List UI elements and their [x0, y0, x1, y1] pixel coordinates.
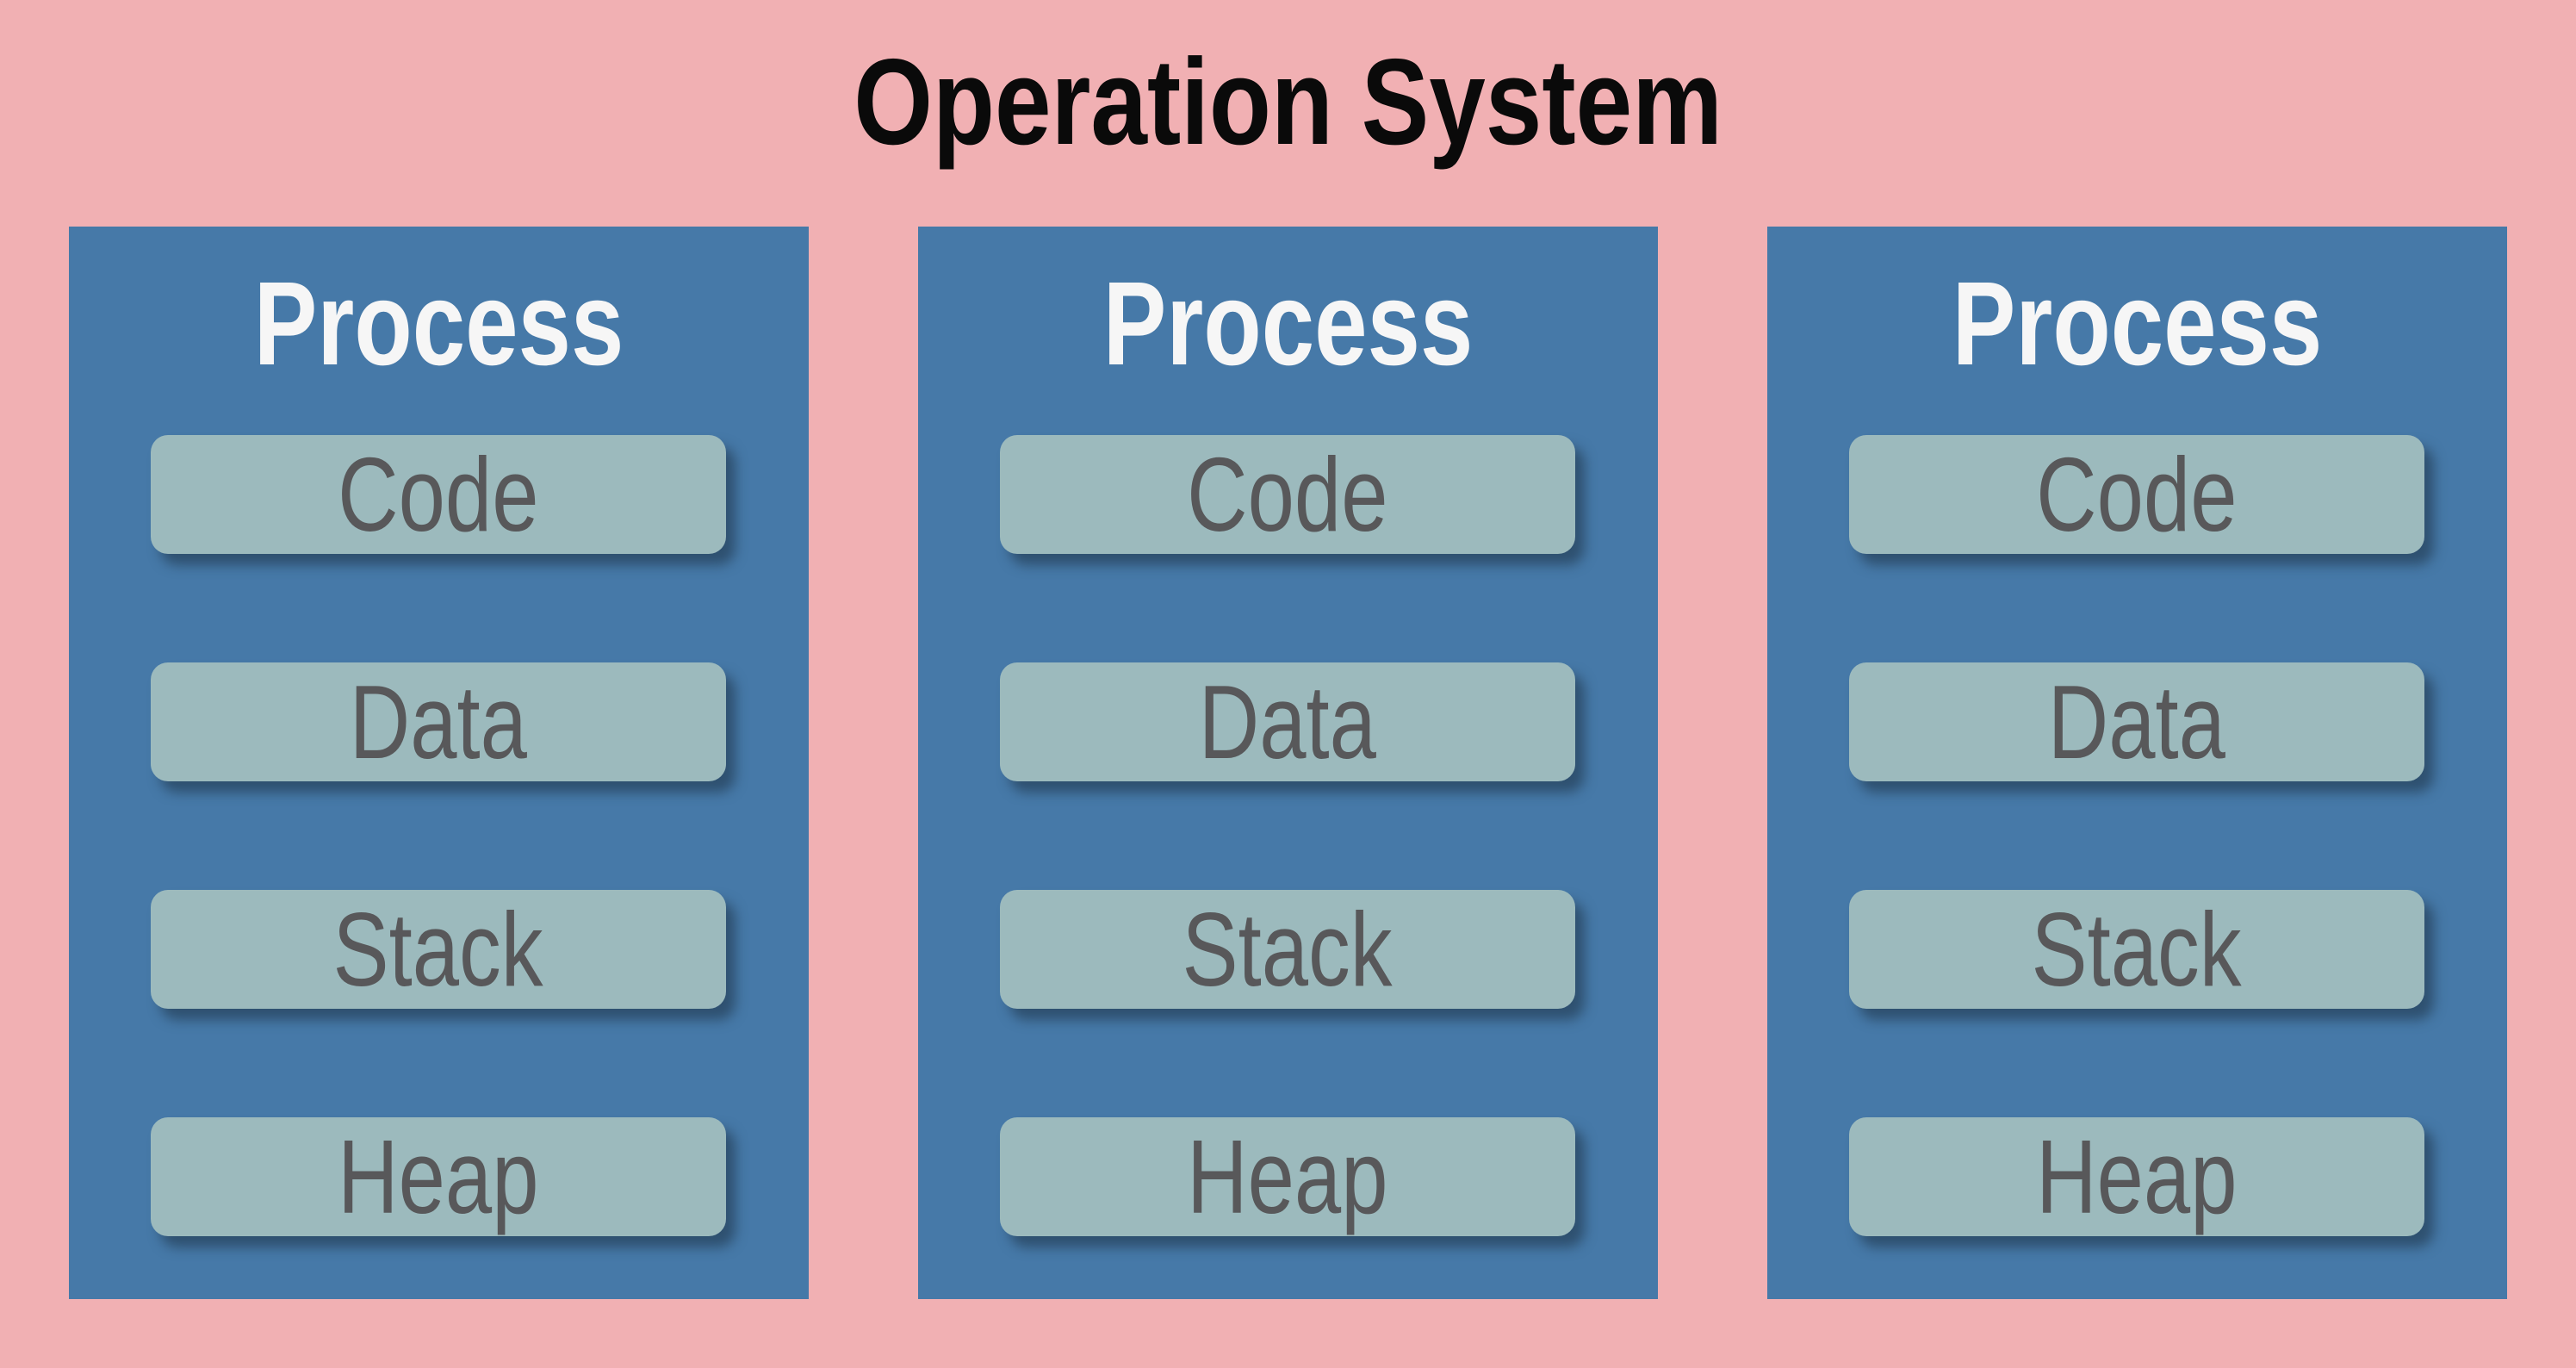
segment-label: Stack	[2031, 891, 2243, 1008]
segment-label: Data	[1198, 663, 1377, 780]
process-title: Process	[1767, 264, 2507, 383]
segment-list: Code Data Stack Heap	[1000, 435, 1575, 1236]
segment-data: Data	[1000, 662, 1575, 781]
segment-stack: Stack	[151, 890, 726, 1009]
segment-label: Code	[2036, 436, 2238, 553]
segment-label: Data	[2047, 663, 2226, 780]
segment-heap: Heap	[151, 1117, 726, 1236]
segment-label: Code	[338, 436, 539, 553]
page-title-text: Operation System	[853, 34, 1723, 171]
segment-heap: Heap	[1849, 1117, 2424, 1236]
segment-heap: Heap	[1000, 1117, 1575, 1236]
segment-code: Code	[1849, 435, 2424, 554]
segment-code: Code	[151, 435, 726, 554]
segment-stack: Stack	[1000, 890, 1575, 1009]
process-box-3: Process Code Data Stack Heap	[1767, 227, 2507, 1299]
process-box-1: Process Code Data Stack Heap	[69, 227, 809, 1299]
segment-list: Code Data Stack Heap	[1849, 435, 2424, 1236]
process-title: Process	[918, 264, 1658, 383]
segment-label: Code	[1187, 436, 1388, 553]
segment-label: Heap	[338, 1118, 539, 1235]
process-title-text: Process	[1952, 258, 2323, 390]
segment-label: Stack	[332, 891, 544, 1008]
process-title: Process	[69, 264, 809, 383]
page-title: Operation System	[0, 26, 2576, 179]
segment-data: Data	[1849, 662, 2424, 781]
segment-label: Heap	[2036, 1118, 2238, 1235]
process-title-text: Process	[253, 258, 624, 390]
segment-label: Heap	[1187, 1118, 1388, 1235]
segment-list: Code Data Stack Heap	[151, 435, 726, 1236]
segment-label: Data	[349, 663, 528, 780]
process-title-text: Process	[1102, 258, 1474, 390]
segment-stack: Stack	[1849, 890, 2424, 1009]
segment-label: Stack	[1182, 891, 1394, 1008]
process-box-2: Process Code Data Stack Heap	[918, 227, 1658, 1299]
segment-code: Code	[1000, 435, 1575, 554]
segment-data: Data	[151, 662, 726, 781]
